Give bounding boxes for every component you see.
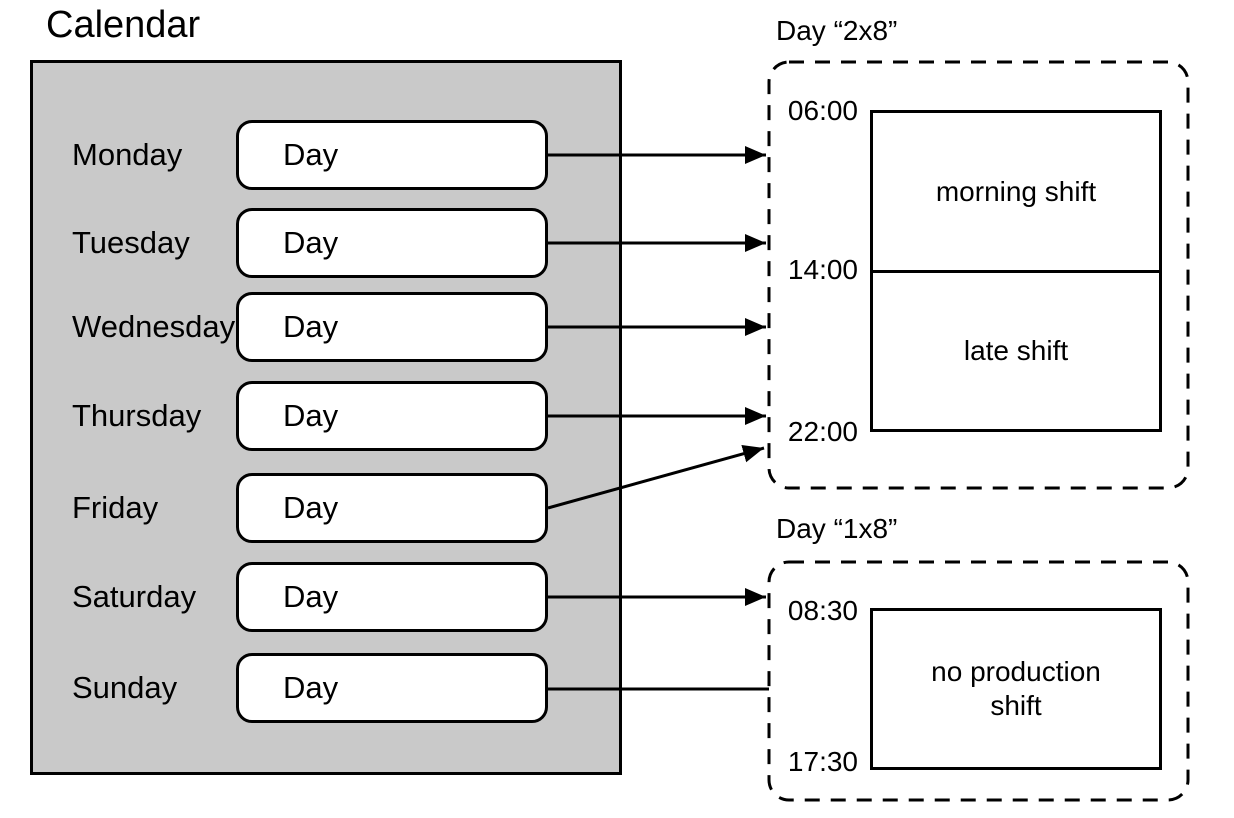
day-name-saturday: Saturday [72, 579, 197, 614]
day-name-monday: Monday [72, 137, 183, 172]
day-name-tuesday: Tuesday [72, 225, 190, 260]
day-row-saturday: Saturday Day [0, 562, 622, 632]
day-row-thursday: Thursday Day [0, 381, 622, 451]
day-box-monday: Day [236, 120, 548, 190]
day-box-friday: Day [236, 473, 548, 543]
day-row-wednesday: Wednesday Day [0, 292, 622, 362]
day-name-friday: Friday [72, 490, 159, 525]
late-shift-label: late shift [963, 335, 1069, 366]
day-box-label: Day [283, 225, 339, 260]
shift-schedule-1x8: no production shift [870, 608, 1162, 770]
day-row-tuesday: Tuesday Day [0, 208, 622, 278]
day-row-monday: Monday Day [0, 120, 622, 190]
day-row-sunday: Sunday Day [0, 653, 622, 723]
day-box-tuesday: Day [236, 208, 548, 278]
day-box-label: Day [283, 670, 339, 705]
day-name-thursday: Thursday [72, 398, 202, 433]
time-label-1400: 14:00 [787, 254, 858, 285]
day-box-label: Day [283, 579, 339, 614]
day-type-1x8-title: Day “1x8” [776, 513, 898, 544]
day-box-label: Day [283, 398, 339, 433]
day-name-wednesday: Wednesday [72, 309, 236, 344]
time-label-1730: 17:30 [787, 746, 858, 777]
morning-shift-block: morning shift [873, 113, 1159, 273]
day-row-friday: Friday Day [0, 473, 622, 543]
day-box-label: Day [283, 137, 339, 172]
day-box-thursday: Day [236, 381, 548, 451]
no-production-shift-label: no production shift [931, 656, 1101, 721]
diagram-title: Calendar [46, 4, 201, 46]
day-box-label: Day [283, 490, 339, 525]
day-box-saturday: Day [236, 562, 548, 632]
shift-schedule-2x8: morning shift late shift [870, 110, 1162, 432]
time-label-2200: 22:00 [787, 416, 858, 447]
day-type-2x8-title: Day “2x8” [776, 15, 898, 46]
day-name-sunday: Sunday [72, 670, 178, 705]
no-production-shift-block: no production shift [873, 611, 1159, 767]
day-box-wednesday: Day [236, 292, 548, 362]
late-shift-block: late shift [873, 273, 1159, 429]
time-label-0830: 08:30 [787, 595, 858, 626]
time-label-0600: 06:00 [787, 95, 858, 126]
day-box-sunday: Day [236, 653, 548, 723]
day-box-label: Day [283, 309, 339, 344]
morning-shift-label: morning shift [935, 175, 1097, 207]
